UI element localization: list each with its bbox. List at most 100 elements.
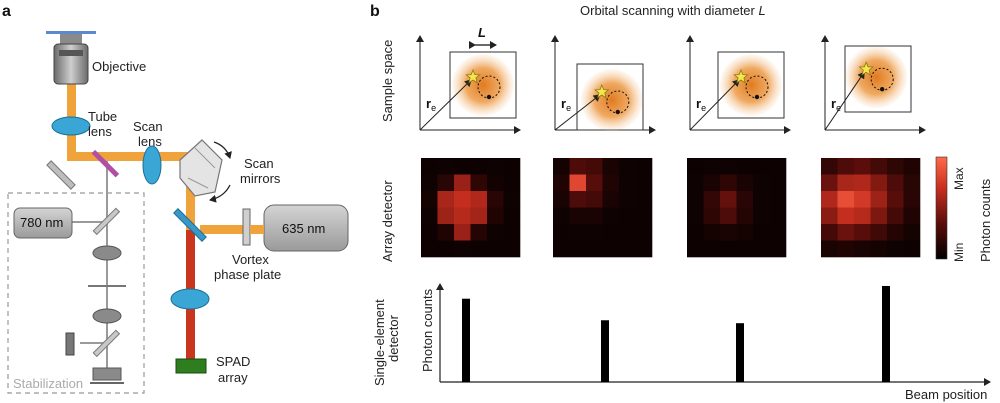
detector-pixel: [854, 207, 871, 225]
sample-panel: re: [821, 35, 926, 134]
beam-position-dot: [880, 87, 885, 92]
colorbar-min: Min: [952, 243, 966, 262]
detector-pixel: [753, 224, 770, 241]
detector-pixel: [454, 240, 471, 258]
detector-pixel: [553, 158, 570, 175]
detector-pixel: [903, 174, 921, 192]
detector-pixel: [470, 158, 488, 175]
detector-pixel: [602, 191, 620, 208]
stabilization-box: [7, 192, 145, 394]
colorbar-max: Max: [952, 167, 966, 190]
laser-780-label: 780 nm: [20, 215, 63, 230]
detector-pixel: [553, 174, 570, 192]
detector-pixel: [769, 224, 787, 241]
panel-a: a Objective Tube len: [2, 3, 349, 394]
panel-a-letter: a: [2, 3, 11, 20]
detector-pixel: [753, 158, 770, 175]
colorbar-title: Photon counts: [978, 178, 993, 262]
detector-pixel: [586, 224, 603, 241]
detection-lens: [170, 288, 210, 310]
detector-pixel: [903, 240, 921, 258]
array-heatmap: [821, 158, 921, 258]
detector-pixel: [454, 207, 471, 225]
excitation-spot: [845, 46, 908, 109]
detector-pixel: [703, 158, 721, 175]
orange-beam-vertical: [186, 160, 195, 230]
detector-pixel: [503, 224, 521, 241]
detector-pixel: [821, 240, 838, 258]
detector-pixel: [903, 158, 921, 175]
detector-pixel: [720, 224, 737, 241]
array-heatmap: [687, 158, 787, 258]
stab-mirror-2: [92, 329, 121, 358]
row-label-single-2: detector: [386, 314, 401, 362]
detector-pixel: [602, 224, 620, 241]
detector-pixel: [870, 207, 888, 225]
detector-pixel: [736, 240, 754, 258]
detector-pixel: [586, 207, 603, 225]
detector-pixel: [821, 174, 838, 192]
detector-pixel: [769, 240, 787, 258]
detector-pixel: [854, 158, 871, 175]
sample-panel: re: [416, 35, 521, 134]
re-label: re: [696, 96, 706, 113]
detector-pixel: [821, 207, 838, 225]
spad-label-1: SPAD: [216, 354, 250, 369]
detector-pixel: [569, 174, 587, 192]
re-vector: [554, 94, 601, 131]
detector-pixel: [720, 158, 737, 175]
stab-lens-2: [92, 308, 122, 324]
detector-pixel: [487, 207, 504, 225]
detector-pixel: [437, 174, 455, 192]
detector-pixel: [854, 224, 871, 241]
detector-pixel: [720, 191, 737, 208]
detector-pixel: [854, 191, 871, 208]
detector-pixel: [586, 158, 603, 175]
detector-pixel: [887, 224, 904, 241]
detector-pixel: [503, 174, 521, 192]
row-label-sample-space: Sample space: [380, 40, 395, 122]
detector-pixel: [837, 191, 855, 208]
photon-count-bar: [882, 285, 890, 382]
detector-pixel: [635, 224, 653, 241]
row-label-array-detector: Array detector: [380, 180, 395, 262]
detector-pixel: [736, 174, 754, 192]
detector-pixel: [769, 174, 787, 192]
detector-pixel: [619, 240, 636, 258]
scan-lens-label-2: lens: [138, 134, 162, 149]
detector-pixel: [487, 158, 504, 175]
excitation-spot: [580, 69, 643, 131]
array-heatmap: [421, 158, 521, 258]
detector-pixel: [586, 191, 603, 208]
detector-pixel: [870, 158, 888, 175]
detector-pixel: [837, 158, 855, 175]
detector-pixel: [454, 158, 471, 175]
re-label: re: [831, 96, 841, 113]
sample-panel: re: [551, 35, 656, 134]
detector-pixel: [821, 191, 838, 208]
detector-pixel: [454, 224, 471, 241]
detector-pixel: [703, 224, 721, 241]
detector-pixel: [602, 240, 620, 258]
detector-pixel: [553, 240, 570, 258]
scan-mirrors-label-2: mirrors: [240, 171, 281, 186]
detector-pixel: [470, 224, 488, 241]
detector-pixel: [619, 158, 636, 175]
single-bars: [462, 285, 890, 382]
row-label-single-1: Single-element: [372, 299, 387, 386]
detector-pixel: [487, 224, 504, 241]
re-vector: [689, 79, 740, 131]
detector-pixel: [437, 207, 455, 225]
detector-pixel: [421, 207, 438, 225]
detector-pixel: [569, 191, 587, 208]
detector-pixel: [687, 174, 704, 192]
detector-pixel: [703, 174, 721, 192]
emitter-star-icon: [465, 68, 481, 84]
detector-pixel: [635, 207, 653, 225]
scan-lens-label-1: Scan: [133, 119, 163, 134]
detector-pixel: [821, 158, 838, 175]
array-detector-row: [421, 158, 921, 258]
detector-pixel: [703, 191, 721, 208]
detector-pixel: [887, 174, 904, 192]
scan-mirrors-label-1: Scan: [244, 156, 274, 171]
